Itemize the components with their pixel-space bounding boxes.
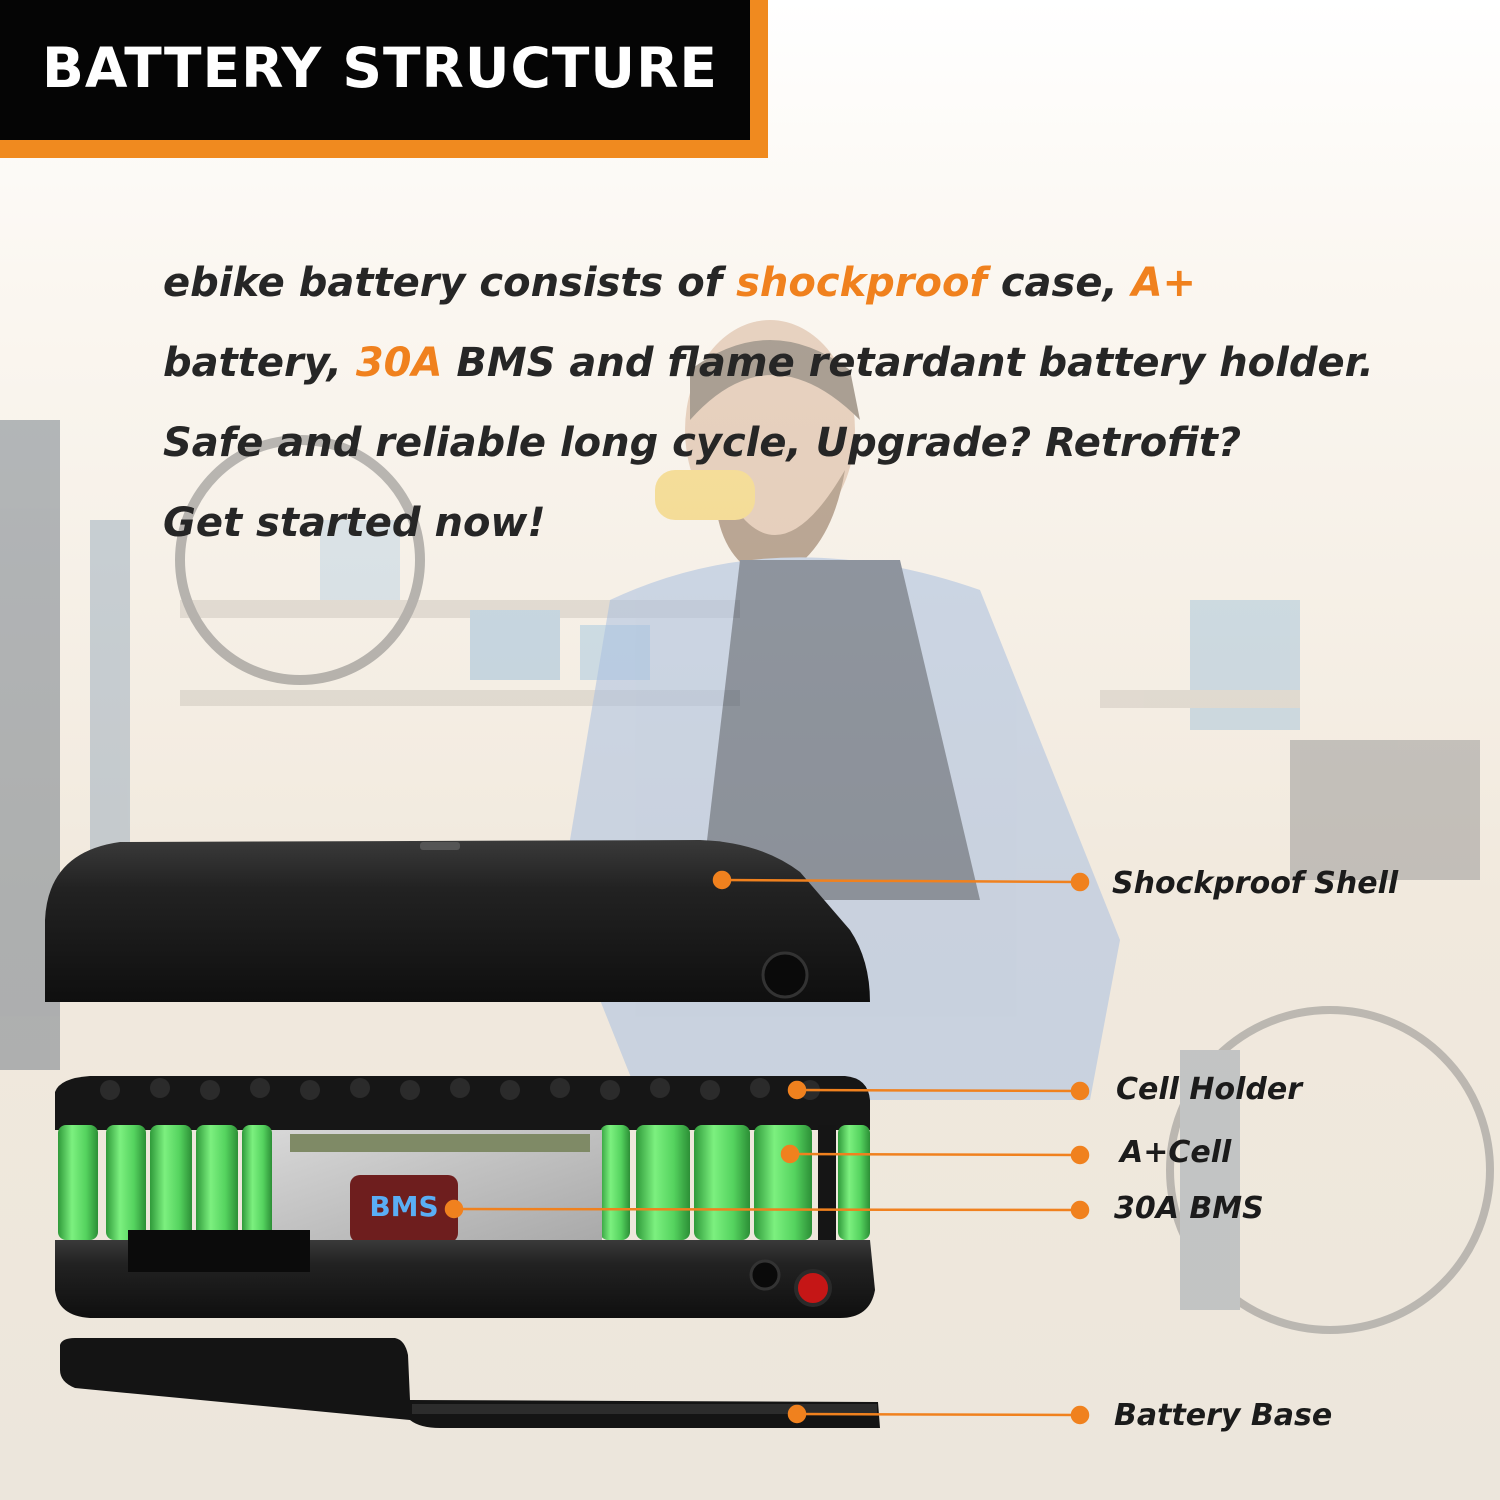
cell-holder	[55, 1076, 870, 1130]
highlight-shockproof: shockproof	[736, 260, 987, 306]
description-text-segment: ebike battery consists of	[163, 260, 737, 306]
label-30a-bms: 30A BMS	[1114, 1191, 1264, 1226]
shockproof-shell	[45, 840, 870, 1002]
lower-housing	[55, 1230, 875, 1318]
battery-base	[60, 1338, 880, 1428]
page-title: BATTERY STRUCTURE	[42, 36, 719, 100]
label-cell-holder: Cell Holder	[1116, 1072, 1302, 1107]
bms-tag: BMS	[369, 1190, 439, 1223]
label-a-plus-cell: A+Cell	[1120, 1135, 1232, 1170]
description-text-segment: BMS and flame retardant battery holder.	[442, 340, 1374, 386]
label-battery-base: Battery Base	[1114, 1398, 1333, 1433]
description-line-3: Safe and reliable long cycle, Upgrade? R…	[163, 420, 1242, 466]
title-banner: BATTERY STRUCTURE	[0, 0, 750, 140]
description-text-segment: battery,	[163, 340, 356, 386]
description-line-1: ebike battery consists of shockproof cas…	[163, 243, 1383, 323]
description-text: ebike battery consists of shockproof cas…	[163, 243, 1383, 563]
bms-board	[272, 1130, 602, 1243]
label-shockproof-shell: Shockproof Shell	[1112, 866, 1399, 901]
description-text-segment: case,	[986, 260, 1132, 306]
a-plus-cells	[58, 1125, 870, 1240]
description-line-4: Get started now!	[163, 500, 546, 546]
description-line-2: battery, 30A BMS and flame retardant bat…	[163, 323, 1383, 403]
callout-leaders	[444, 870, 1090, 1425]
highlight-a-plus: A+	[1131, 260, 1197, 306]
highlight-30a: 30A	[355, 340, 443, 386]
